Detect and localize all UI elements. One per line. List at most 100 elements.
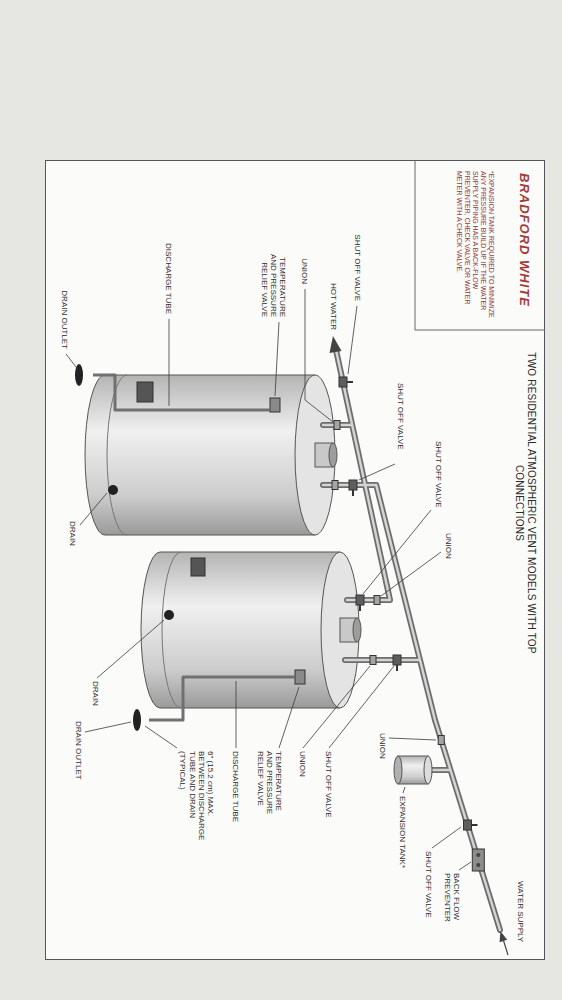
- leader-line: [236, 681, 237, 748]
- gas-control: [137, 382, 153, 402]
- leader-line: [303, 666, 370, 748]
- water-heater-left: [107, 375, 127, 535]
- part-label: 6" (15.2 cm) MAX. BETWEEN DISCHARGE TUBE…: [178, 750, 215, 852]
- header-divider: [415, 160, 416, 330]
- discharge-tube: [93, 375, 270, 410]
- diagram-title: TWO RESIDENTIAL ATMOSPHERIC VENT MODELS …: [513, 332, 537, 674]
- drain-valve: [164, 610, 174, 620]
- leader-line: [381, 552, 441, 596]
- water-heater-left: [85, 375, 315, 535]
- leader-line: [66, 289, 471, 870]
- shut-off-valve: [347, 381, 353, 383]
- part-label: UNION: [444, 532, 453, 560]
- relief-valve: [270, 398, 280, 412]
- part-label: DRAIN: [91, 680, 100, 707]
- union-fitting: [370, 656, 376, 665]
- floor-drain: [75, 364, 83, 386]
- leader-line: [432, 827, 461, 848]
- water-heater-right: [353, 618, 361, 642]
- part-label: DRAIN OUTLET: [60, 289, 69, 350]
- part-label: SHUT OFF VALVE: [353, 233, 362, 302]
- part-label: DRAIN OUTLET: [74, 720, 83, 781]
- part-label: EXPANSION TANK*: [398, 795, 407, 869]
- union-fitting: [334, 421, 340, 430]
- piping: [323, 336, 508, 955]
- water-heater-right: [162, 552, 181, 708]
- sheet-frame: [46, 161, 545, 960]
- leader-line: [80, 493, 107, 525]
- backflow-preventer: [476, 853, 480, 857]
- shut-off-valve: [349, 480, 357, 490]
- expansion-tank: [424, 756, 432, 784]
- water-heater-left: [329, 443, 337, 467]
- part-label: DISCHARGE TUBE: [164, 242, 173, 315]
- leader-line: [459, 862, 471, 870]
- leader-line: [66, 354, 76, 367]
- floor-drain: [75, 364, 141, 731]
- shut-off-valve: [352, 490, 354, 496]
- water-heater-right: [141, 552, 361, 708]
- backflow-preventer: [472, 849, 484, 871]
- shut-off-valve: [359, 605, 361, 611]
- leader-line: [97, 620, 164, 678]
- shut-off-valve: [464, 820, 472, 830]
- piping: [323, 350, 500, 930]
- shut-off-valve: [339, 377, 478, 830]
- shut-off-valve: [356, 595, 364, 605]
- leader-line: [169, 319, 170, 406]
- part-label: TEMPERATURE AND PRESSURE RELIEF VALVE: [259, 238, 287, 318]
- part-label: SHUT OFF VALVE: [396, 382, 405, 451]
- expansion-tank: [394, 756, 402, 784]
- piping: [503, 939, 508, 955]
- leader-line: [403, 787, 405, 793]
- drawing-sheet: TWO RESIDENTIAL ATMOSPHERIC VENT MODELS …: [45, 160, 545, 960]
- shut-off-valve: [464, 820, 478, 830]
- backflow-preventer: [476, 863, 480, 867]
- part-label: SHUT OFF VALVE: [424, 850, 433, 919]
- relief-valve: [270, 398, 305, 684]
- union-fitting: [332, 481, 338, 490]
- expansion-tank: [394, 756, 432, 784]
- shut-off-valve: [339, 377, 347, 387]
- part-label: UNION: [300, 257, 309, 285]
- drain-valve: [108, 485, 118, 495]
- part-label: UNION: [298, 750, 307, 778]
- union-fitting: [332, 421, 444, 745]
- leader-line: [85, 722, 131, 732]
- discharge-tube: [93, 375, 295, 720]
- leader-line: [275, 322, 279, 396]
- leader-line: [279, 687, 299, 748]
- leader-line: [389, 738, 436, 740]
- part-label: TEMPERATURE AND PRESSURE RELIEF VALVE: [255, 750, 283, 830]
- part-label: BACK FLOW PREVENTER: [443, 872, 461, 934]
- shut-off-valve: [393, 655, 401, 671]
- shut-off-valve: [356, 595, 364, 611]
- shut-off-valve: [472, 824, 478, 826]
- note-text: *EXPANSION TANK REQUIRED TO MINIMIZE ANY…: [455, 170, 495, 324]
- union-fitting: [374, 596, 380, 605]
- leader-line: [348, 306, 357, 374]
- header-divider: [415, 330, 545, 331]
- header-divider: [415, 160, 545, 330]
- discharge-tube: [149, 677, 295, 720]
- part-label: DRAIN: [68, 520, 77, 547]
- piping: [323, 350, 500, 930]
- backflow-preventer: [472, 849, 484, 871]
- shut-off-valve: [393, 655, 401, 665]
- part-label: DISCHARGE TUBE: [231, 750, 240, 823]
- union-fitting: [438, 736, 444, 745]
- part-label: SHUT OFF VALVE: [434, 440, 443, 509]
- leader-line: [145, 726, 177, 748]
- floor-drain: [133, 709, 141, 731]
- shut-off-valve: [339, 377, 353, 387]
- part-label: WATER SUPPLY: [516, 880, 525, 943]
- piping: [500, 931, 508, 942]
- shut-off-valve: [349, 480, 357, 496]
- water-heater-right: [141, 552, 340, 708]
- shut-off-valve: [396, 665, 398, 671]
- leader-line: [363, 510, 431, 594]
- part-label: SHUT OFF VALVE: [324, 750, 333, 819]
- gas-control: [191, 558, 205, 576]
- brand-logo: BRADFORD WHITE: [516, 172, 531, 308]
- part-label: UNION: [378, 732, 387, 760]
